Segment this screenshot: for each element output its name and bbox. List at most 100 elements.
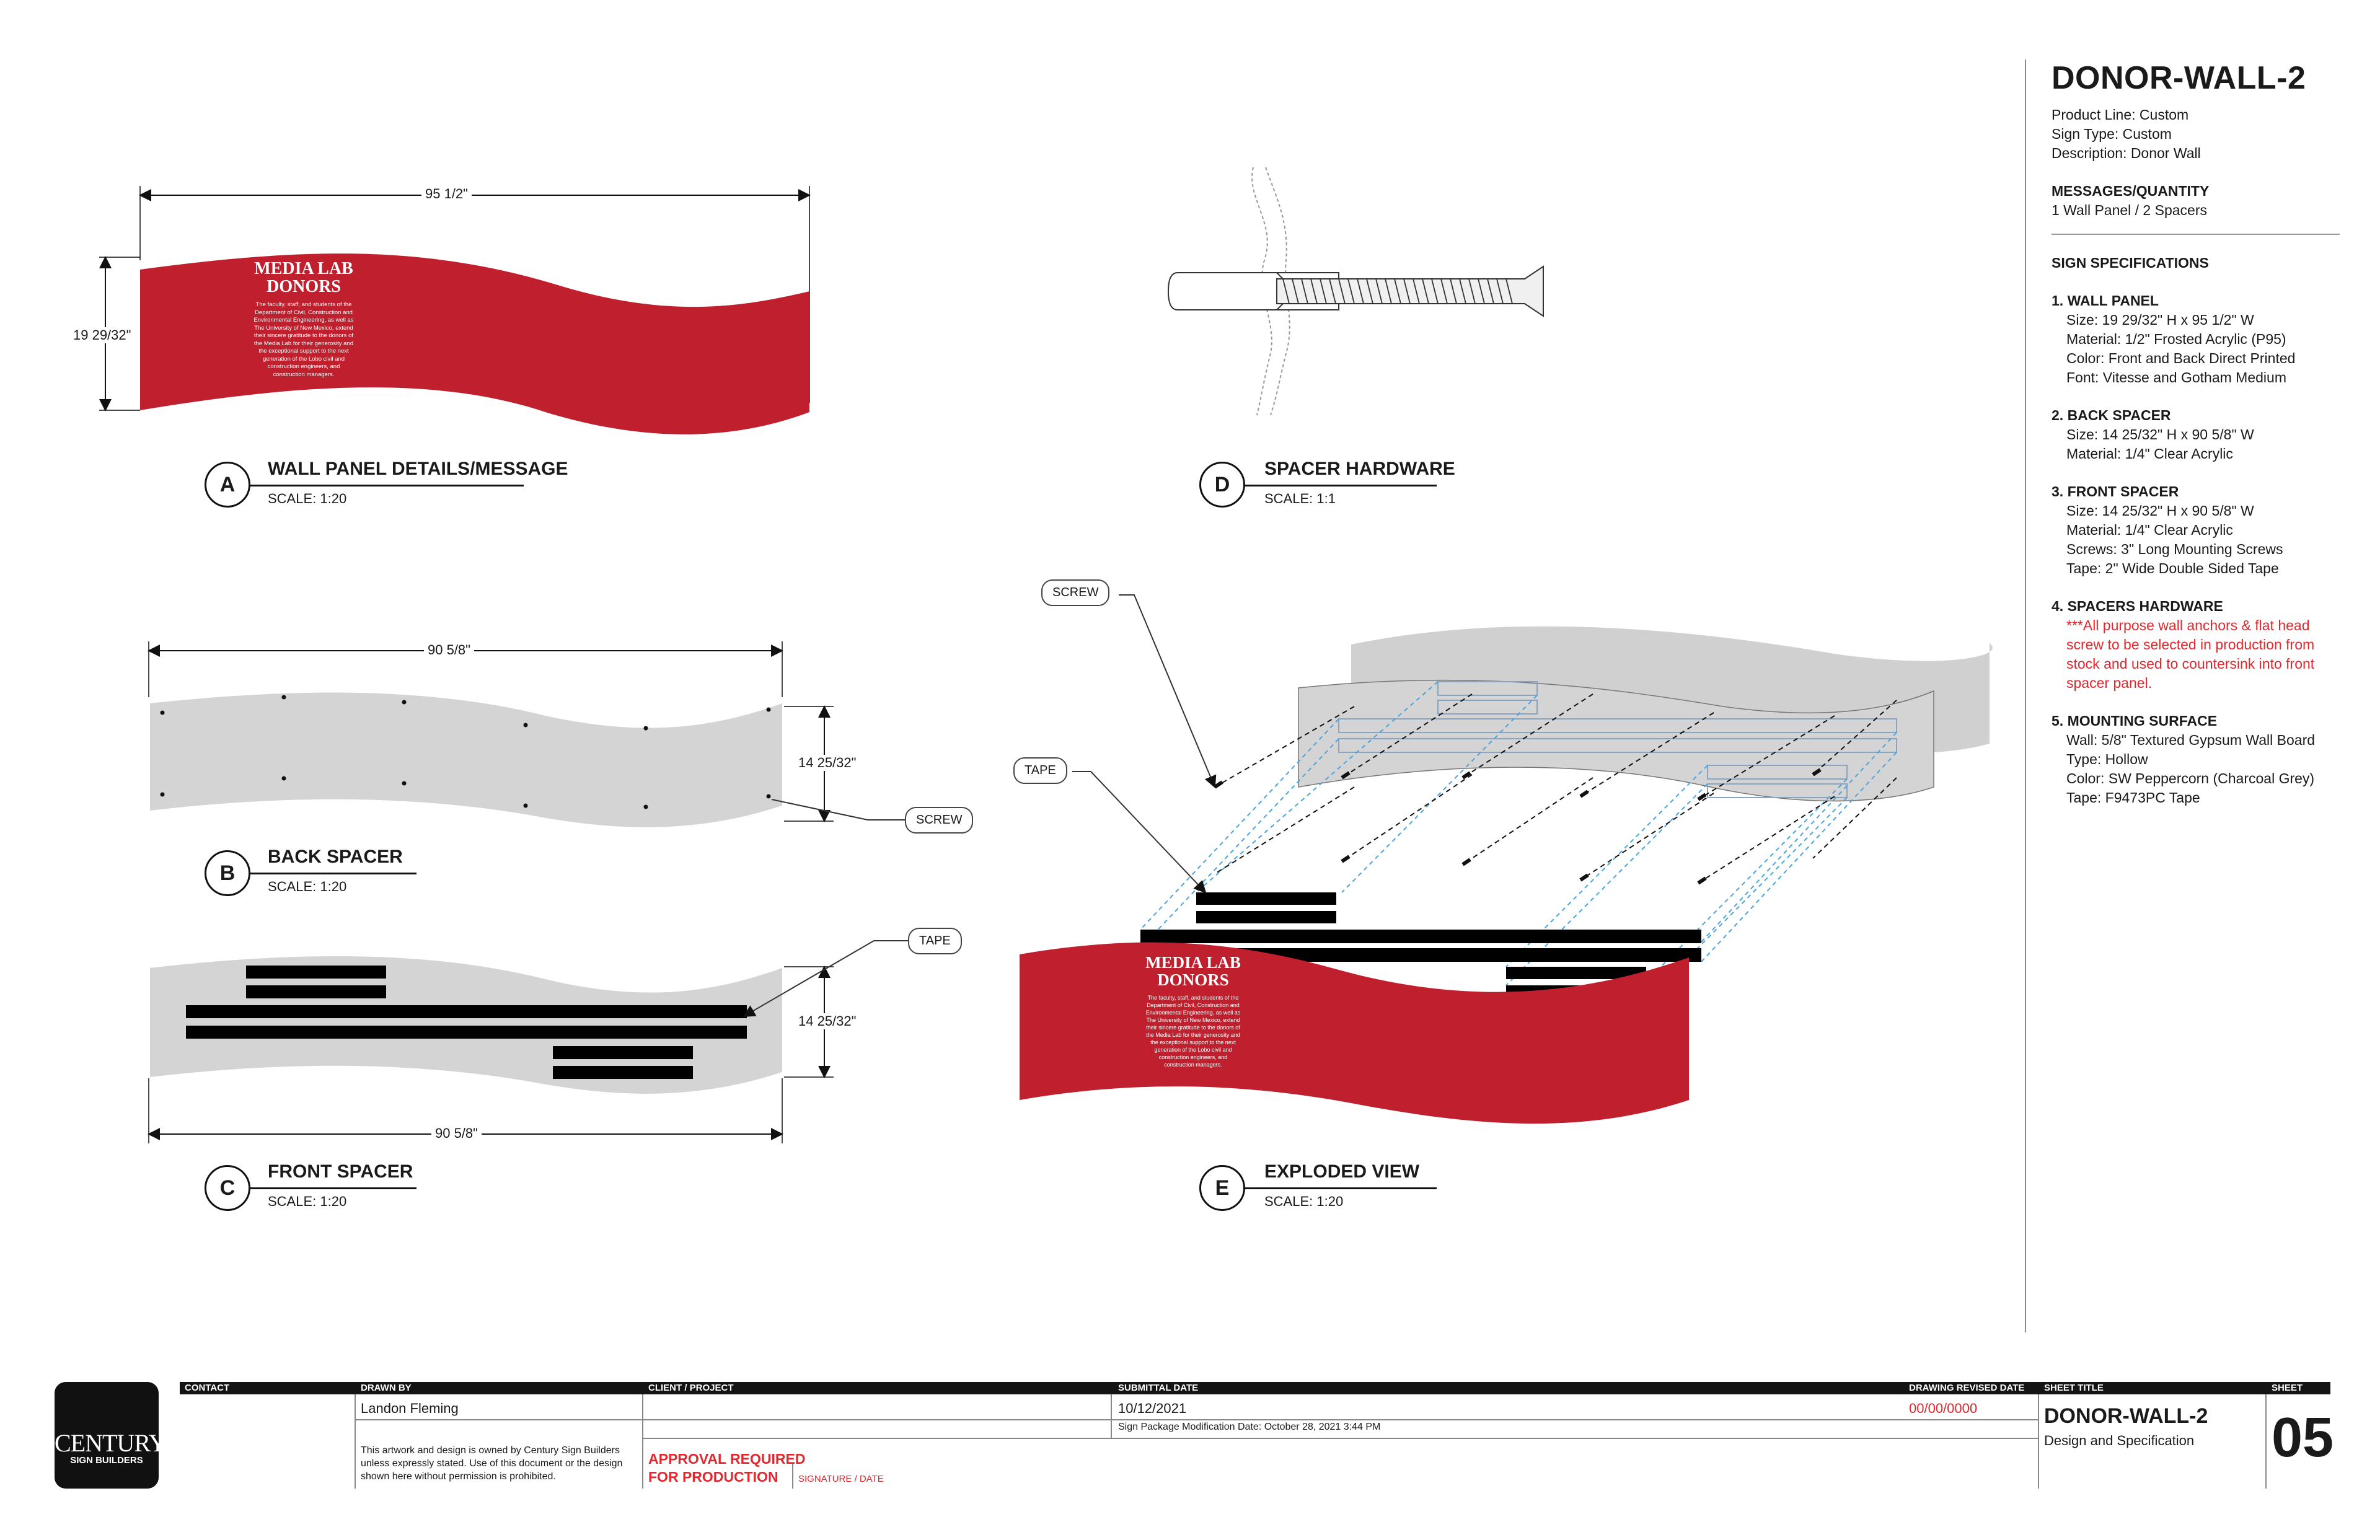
message-line: Environmental Engineering, as well as — [253, 317, 354, 323]
view-d-badge: D — [1199, 462, 1245, 508]
tb-divider — [1111, 1394, 1112, 1438]
message-line: The University of New Mexico, extend — [254, 324, 353, 332]
approval-required: APPROVAL REQUIRED FOR PRODUCTION — [648, 1450, 805, 1486]
view-c-underline — [249, 1187, 416, 1189]
message-line: construction managers. — [1164, 1062, 1222, 1068]
title-block-header-bar — [180, 1382, 2330, 1394]
sign-type: Sign Type: Custom — [2052, 126, 2172, 142]
logo-wordmark: CENTURY — [55, 1429, 167, 1457]
view-c-badge: C — [205, 1165, 250, 1211]
dim-c-height: 14 25/32" — [795, 1013, 860, 1029]
sheet-label: SHEET — [2272, 1383, 2303, 1393]
section-line: Wall: 5/8" Textured Gypsum Wall Board — [2066, 732, 2316, 748]
view-c-front-spacer — [148, 940, 908, 1143]
sheet-title-label: SHEET TITLE — [2044, 1383, 2104, 1393]
contact-label: CONTACT — [185, 1383, 230, 1393]
spec-section-wall-panel: 1. WALL PANEL Size: 19 29/32" H x 95 1/2… — [2052, 291, 2343, 387]
view-b-title: BACK SPACER — [268, 847, 403, 867]
signature-date-field[interactable]: SIGNATURE / DATE — [798, 1474, 884, 1484]
view-c-title: FRONT SPACER — [268, 1161, 413, 1182]
view-b-underline — [249, 873, 416, 874]
note-line: This artwork and design is owned by Cent… — [361, 1445, 620, 1456]
section-line: Color: Front and Back Direct Printed — [2066, 350, 2296, 366]
message-heading-2: DONORS — [267, 277, 341, 296]
dim-a-height: 19 29/32" — [69, 327, 135, 343]
spec-section-spacers-hardware: 4. SPACERS HARDWARE ***All purpose wall … — [2052, 597, 2343, 693]
title-block: CENTURY SIGN BUILDERS CONTACT DRAWN BY C… — [0, 1382, 2380, 1540]
sheet-number: 05 — [2272, 1407, 2334, 1469]
message-heading-1: MEDIA LAB — [1145, 953, 1241, 972]
message-line: their sincere gratitude to the donors of — [253, 332, 353, 339]
drawn-by-name: Landon Fleming — [361, 1401, 459, 1416]
view-a-wall-panel — [99, 186, 811, 434]
view-a-scale: SCALE: 1:20 — [268, 491, 347, 506]
specs-heading: SIGN SPECIFICATIONS — [2052, 255, 2209, 271]
dim-b-width: 90 5/8" — [424, 642, 474, 658]
section-line: Size: 19 29/32" H x 95 1/2" W — [2066, 312, 2254, 328]
message-line: the Media Lab for their generosity and — [253, 340, 353, 347]
view-e-underline — [1245, 1187, 1437, 1189]
revised-date: 00/00/0000 — [1909, 1401, 1978, 1416]
section-line: Material: 1/4" Clear Acrylic — [2066, 522, 2233, 538]
message-line: construction engineers, and — [267, 363, 340, 370]
message-line: Environmental Engineering, as well as — [1145, 1010, 1241, 1016]
tb-divider — [2265, 1394, 2267, 1489]
section-line: Type: Hollow — [2066, 751, 2148, 767]
back-spacer-iso — [1298, 679, 1934, 802]
section-heading: 4. SPACERS HARDWARE — [2052, 598, 2223, 614]
dim-b-height: 14 25/32" — [795, 755, 860, 771]
section-line: spacer panel. — [2066, 675, 2153, 691]
section-line: Color: SW Peppercorn (Charcoal Grey) — [2066, 770, 2315, 786]
logo-subtitle: SIGN BUILDERS — [70, 1455, 143, 1466]
callout-tape-e: TAPE — [1013, 757, 1067, 784]
description: Description: Donor Wall — [2052, 145, 2201, 161]
section-line: Tape: F9473PC Tape — [2066, 790, 2200, 806]
wall-panel-shape — [140, 253, 809, 434]
message-line: construction engineers, and — [1158, 1054, 1228, 1060]
exploded-tape-strips — [1140, 892, 1701, 998]
section-line: Screws: 3" Long Mounting Screws — [2066, 541, 2283, 557]
approval-line: FOR PRODUCTION — [648, 1469, 778, 1485]
dim-a-width: 95 1/2" — [421, 186, 472, 202]
message-line: Department of Civil, Construction and — [1147, 1002, 1240, 1008]
spec-section-front-spacer: 3. FRONT SPACER Size: 14 25/32" H x 90 5… — [2052, 482, 2343, 578]
callout-screw-e: SCREW — [1041, 579, 1110, 606]
view-d-screw-anchor — [1167, 167, 1544, 416]
sheet-title: DONOR-WALL-2 — [2044, 1404, 2208, 1428]
message-line: the exceptional support to the next — [1150, 1039, 1236, 1045]
tape-strips — [186, 966, 747, 1079]
view-e-title: EXPLODED VIEW — [1264, 1161, 1420, 1182]
message-line: generation of the Lobo civil and — [1154, 1047, 1232, 1053]
drawn-by-label: DRAWN BY — [361, 1383, 412, 1393]
spec-panel: DONOR-WALL-2 Product Line: Custom Sign T… — [2052, 59, 2343, 807]
panel-message-e: MEDIA LAB DONORS The faculty, staff, and… — [1116, 954, 1271, 1068]
message-line: The University of New Mexico, extend — [1146, 1017, 1240, 1023]
ownership-note: This artwork and design is owned by Cent… — [361, 1444, 633, 1483]
tb-hline — [642, 1438, 2038, 1439]
message-line: Department of Civil, Construction and — [255, 309, 353, 316]
submittal-date: 10/12/2021 — [1118, 1401, 1187, 1416]
view-a-badge: A — [205, 462, 250, 508]
view-d-underline — [1245, 485, 1437, 486]
client-project-label: CLIENT / PROJECT — [648, 1383, 734, 1393]
message-line: the exceptional support to the next — [258, 348, 349, 354]
section-heading: 1. WALL PANEL — [2052, 293, 2159, 309]
section-line: stock and used to countersink into front — [2066, 656, 2315, 672]
spec-section-back-spacer: 2. BACK SPACER Size: 14 25/32" H x 90 5/… — [2052, 406, 2343, 464]
messages-value: 1 Wall Panel / 2 Spacers — [2052, 202, 2207, 218]
view-a-title: WALL PANEL DETAILS/MESSAGE — [268, 459, 568, 479]
tb-hline — [355, 1419, 2038, 1420]
dim-c-width: 90 5/8" — [431, 1125, 482, 1142]
view-d-scale: SCALE: 1:1 — [1264, 491, 1336, 506]
century-logo: CENTURY SIGN BUILDERS — [55, 1382, 167, 1489]
spec-section-mounting-surface: 5. MOUNTING SURFACE Wall: 5/8" Textured … — [2052, 711, 2343, 807]
view-c-scale: SCALE: 1:20 — [268, 1194, 347, 1209]
section-line: ***All purpose wall anchors & flat head — [2066, 617, 2310, 633]
panel-message-a: MEDIA LAB DONORS The faculty, staff, and… — [223, 260, 384, 379]
section-heading: 3. FRONT SPACER — [2052, 483, 2179, 499]
modification-date: Sign Package Modification Date: October … — [1118, 1422, 1381, 1432]
message-heading-2: DONORS — [1157, 970, 1229, 989]
section-line: Font: Vitesse and Gotham Medium — [2066, 369, 2286, 385]
sheet-subtitle: Design and Specification — [2044, 1433, 2195, 1448]
